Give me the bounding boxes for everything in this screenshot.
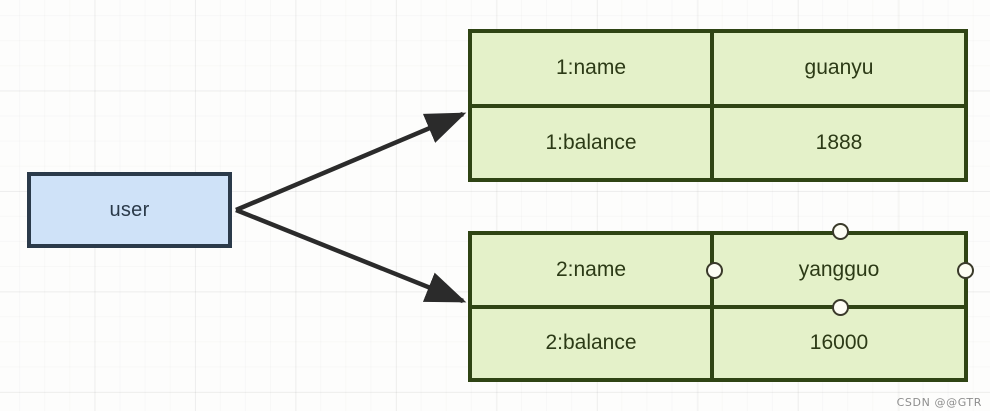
kv-table-2[interactable]: 2:name yangguo 2:balance 16000: [468, 231, 968, 382]
cell-value[interactable]: yangguo: [798, 257, 880, 281]
cell-value[interactable]: guanyu: [804, 56, 874, 80]
table-row[interactable]: 1:name guanyu: [472, 33, 964, 104]
cell-key[interactable]: 2:balance: [472, 308, 714, 378]
kv-table-1[interactable]: 1:name guanyu 1:balance 1888: [468, 29, 968, 182]
selection-handle-bottom[interactable]: [832, 299, 849, 316]
connector-user-to-table-top[interactable]: [235, 111, 467, 213]
watermark: CSDN @@GTR: [896, 396, 982, 409]
cell-key[interactable]: 1:name: [472, 33, 714, 104]
cell-value[interactable]: 16000: [809, 331, 869, 355]
entity-user-box[interactable]: user: [27, 172, 232, 248]
connector-user-to-table-bottom[interactable]: [235, 207, 467, 304]
selection-handle-right[interactable]: [957, 262, 974, 279]
table-row[interactable]: 2:balance 16000: [472, 304, 964, 378]
cell-key[interactable]: 1:balance: [472, 107, 714, 178]
selection-handle-top[interactable]: [832, 223, 849, 240]
cell-value[interactable]: 1888: [815, 130, 863, 154]
table-row[interactable]: 1:balance 1888: [472, 103, 964, 178]
selection-handle-left[interactable]: [706, 262, 723, 279]
cell-key[interactable]: 2:name: [472, 235, 714, 305]
entity-user-label: user: [109, 198, 150, 221]
